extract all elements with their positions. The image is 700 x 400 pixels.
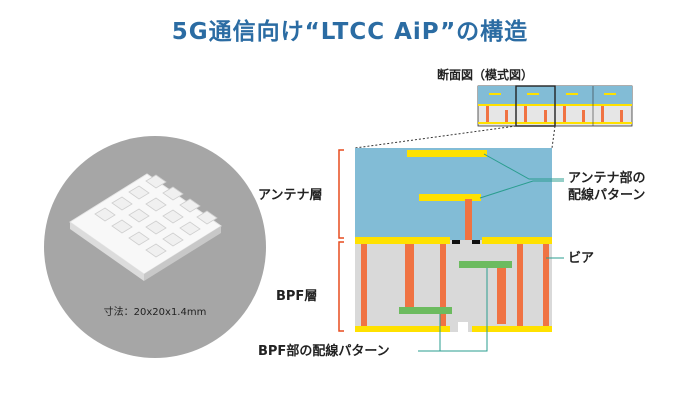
antenna-wiring-leader-top bbox=[483, 153, 564, 180]
zoom-line-left bbox=[354, 125, 517, 149]
via-label: ビア bbox=[568, 251, 595, 266]
bottom-opening bbox=[458, 322, 468, 332]
zoom-line-right bbox=[551, 125, 556, 149]
bpf-wiring-label: BPF部の配線パターン bbox=[258, 344, 390, 359]
chip-photo bbox=[44, 136, 266, 358]
layer-brackets bbox=[338, 149, 344, 332]
cross-section-label: 断面図（模式図） bbox=[436, 68, 533, 82]
cross-section-detail bbox=[355, 148, 552, 332]
ltcc-chip-module bbox=[69, 173, 222, 281]
antenna-mid-pattern bbox=[419, 194, 481, 201]
page-title: 5G通信向け“LTCC AiP”の構造 bbox=[171, 19, 529, 45]
thumbnail-focus-box bbox=[515, 85, 556, 127]
antenna-layer-bracket bbox=[338, 149, 344, 239]
bpf-layer-bracket bbox=[338, 241, 344, 332]
antenna-wiring-label-line2: 配線パターン bbox=[568, 188, 646, 203]
antenna-patch-grid bbox=[94, 174, 218, 258]
bpf-vias bbox=[361, 244, 549, 328]
leader-lines bbox=[418, 153, 564, 352]
bpf-layer-label: BPF層 bbox=[276, 289, 318, 304]
bpf-pattern-upper bbox=[459, 261, 512, 268]
antenna-feed-via bbox=[465, 199, 472, 240]
bpf-wiring-leader bbox=[439, 268, 488, 352]
antenna-wiring-leader-mid bbox=[479, 180, 564, 199]
ground-gap-marks bbox=[452, 240, 480, 244]
bottom-pads bbox=[355, 326, 552, 332]
dimension-label: 寸法：20x20x1.4mm bbox=[103, 307, 207, 318]
ground-layer bbox=[355, 237, 552, 244]
antenna-top-pattern bbox=[407, 150, 487, 157]
bpf-pattern-lower bbox=[399, 307, 452, 314]
antenna-wiring-label-line1: アンテナ部の bbox=[568, 171, 646, 186]
cross-section-thumbnail bbox=[477, 85, 633, 127]
antenna-layer-label: アンテナ層 bbox=[258, 188, 323, 203]
